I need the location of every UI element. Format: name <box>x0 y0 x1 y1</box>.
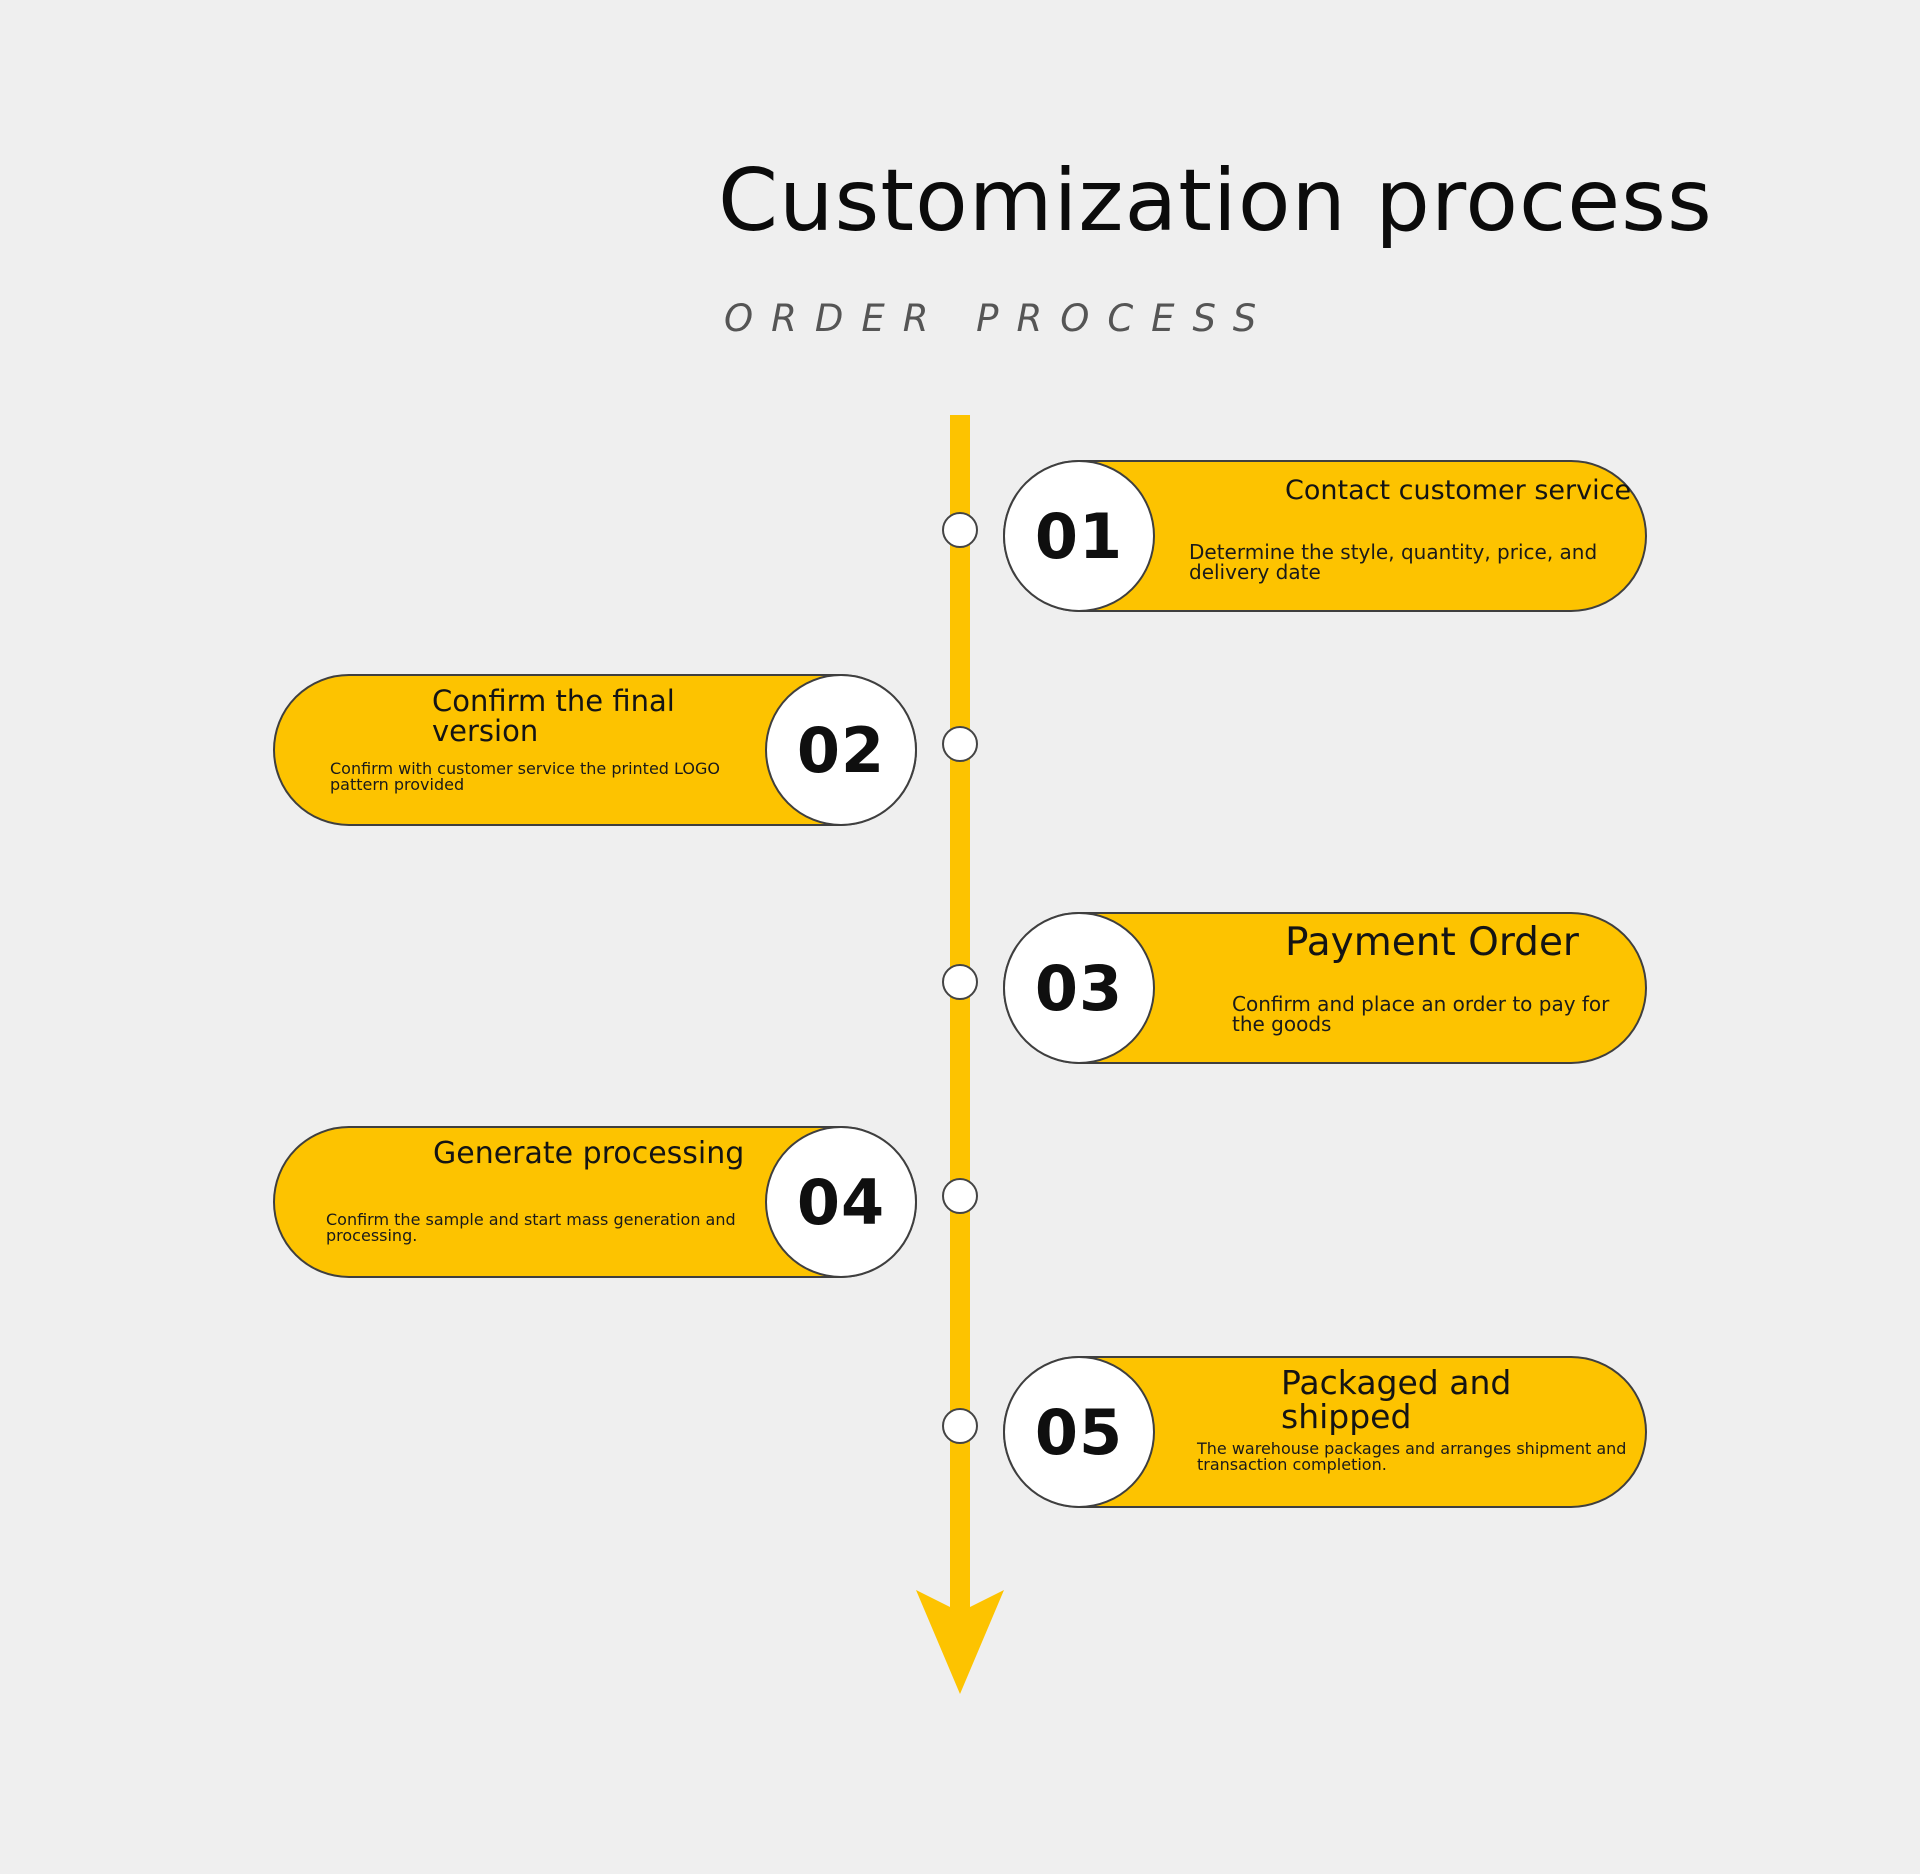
step-number: 01 <box>1034 499 1124 573</box>
page-subtitle: ORDER PROCESS <box>724 297 1275 340</box>
step-description: The warehouse packages and arranges ship… <box>1197 1439 1627 1474</box>
header: Customization process ORDER PROCESS <box>0 0 1920 360</box>
step-number: 02 <box>796 713 886 787</box>
step-number-circle: 02 <box>765 674 917 826</box>
arrow-down-icon <box>916 1590 1004 1694</box>
step-title: Payment Order <box>1285 920 1579 965</box>
step-description: Confirm with customer service the printe… <box>330 759 720 794</box>
step-title: Generate processing <box>433 1136 745 1171</box>
timeline-dot-4 <box>942 1178 978 1214</box>
step-number: 03 <box>1034 951 1124 1025</box>
step-card-01: 01 Contact customer service Determine th… <box>1003 460 1647 612</box>
step-number: 04 <box>796 1165 886 1239</box>
timeline-dot-2 <box>942 726 978 762</box>
step-card-03: 03 Payment Order Confirm and place an or… <box>1003 912 1647 1064</box>
step-title: Packaged and shipped <box>1281 1363 1512 1436</box>
step-number-circle: 05 <box>1003 1356 1155 1508</box>
timeline-dot-1 <box>942 512 978 548</box>
step-card-04: 04 Generate processing Confirm the sampl… <box>273 1126 917 1278</box>
step-card-05: 05 Packaged and shipped The warehouse pa… <box>1003 1356 1647 1508</box>
step-number-circle: 03 <box>1003 912 1155 1064</box>
step-title: Confirm the final version <box>432 684 675 748</box>
timeline-dot-5 <box>942 1408 978 1444</box>
step-description: Confirm and place an order to pay for th… <box>1232 992 1610 1036</box>
step-number-circle: 04 <box>765 1126 917 1278</box>
step-title: Contact customer service <box>1285 475 1632 506</box>
timeline-line <box>950 415 970 1615</box>
page-title: Customization process <box>718 151 1713 251</box>
step-number: 05 <box>1034 1395 1124 1469</box>
step-description: Confirm the sample and start mass genera… <box>326 1210 736 1245</box>
step-number-circle: 01 <box>1003 460 1155 612</box>
timeline-dot-3 <box>942 964 978 1000</box>
step-description: Determine the style, quantity, price, an… <box>1189 540 1598 584</box>
step-card-02: 02 Confirm the final version Confirm wit… <box>273 674 917 826</box>
